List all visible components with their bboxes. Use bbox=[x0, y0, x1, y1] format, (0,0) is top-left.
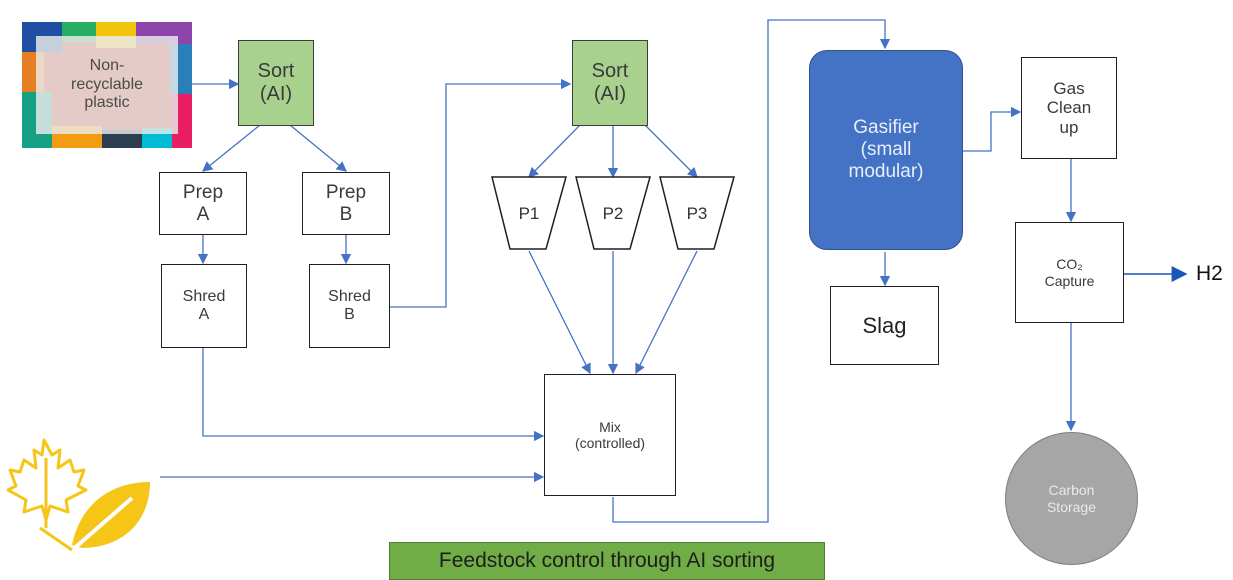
gasifier-box: Gasifier (small modular) bbox=[809, 50, 963, 250]
p2-label: P2 bbox=[602, 204, 624, 223]
sort2-line-1: Sort bbox=[591, 60, 629, 82]
prep-a-line-2: A bbox=[196, 203, 210, 225]
prep-b-box: Prep B bbox=[302, 172, 390, 235]
hopper-p3 bbox=[659, 176, 735, 250]
gasifier-line-2: (small bbox=[860, 139, 912, 161]
shred-a-line-1: Shred bbox=[182, 287, 226, 305]
storage-line-1: Carbon bbox=[1048, 482, 1095, 499]
storage-line-2: Storage bbox=[1046, 498, 1097, 515]
mix-line-1: Mix bbox=[599, 418, 621, 435]
co2-line-2: Capture bbox=[1044, 272, 1095, 289]
prep-a-box: Prep A bbox=[159, 172, 247, 235]
sort1-line-2: (AI) bbox=[259, 83, 293, 105]
slag-box: Slag bbox=[830, 286, 939, 365]
co2-line-1: CO₂ bbox=[1056, 256, 1083, 273]
prep-a-line-1: Prep bbox=[182, 181, 224, 203]
biomass-icon bbox=[6, 438, 150, 554]
prep-b-line-1: Prep bbox=[325, 181, 367, 203]
mix-box: Mix (controlled) bbox=[544, 374, 676, 496]
hopper-p1 bbox=[491, 176, 567, 250]
caption-banner: Feedstock control through AI sorting bbox=[389, 542, 825, 580]
gas-cleanup-line-1: Gas bbox=[1053, 78, 1085, 98]
p3-label: P3 bbox=[686, 204, 708, 223]
sort-ai-box-2: Sort (AI) bbox=[572, 40, 648, 126]
plastic-feed-tile: Non- recyclable plastic bbox=[22, 22, 192, 148]
input-line-2: recyclable bbox=[70, 75, 144, 93]
shred-b-line-2: B bbox=[344, 306, 355, 323]
slag-label: Slag bbox=[862, 312, 907, 338]
sort1-line-1: Sort bbox=[257, 60, 295, 82]
gas-cleanup-line-2: Clean bbox=[1046, 98, 1092, 118]
co2-capture-box: CO₂ Capture bbox=[1015, 222, 1124, 323]
input-line-1: Non- bbox=[89, 57, 125, 75]
input-line-3: plastic bbox=[84, 94, 130, 112]
shred-a-line-2: A bbox=[198, 306, 210, 323]
sort-ai-box-1: Sort (AI) bbox=[238, 40, 314, 126]
gas-cleanup-box: Gas Clean up bbox=[1021, 57, 1117, 159]
gas-cleanup-line-3: up bbox=[1059, 117, 1079, 137]
prep-b-line-2: B bbox=[339, 203, 353, 225]
sort2-line-2: (AI) bbox=[593, 83, 627, 105]
shred-a-box: Shred A bbox=[161, 264, 247, 348]
gasifier-line-1: Gasifier bbox=[853, 117, 919, 139]
mix-line-2: (controlled) bbox=[574, 435, 646, 451]
shred-b-box: Shred B bbox=[309, 264, 390, 348]
h2-output-label: H2 bbox=[1196, 262, 1223, 285]
gasifier-line-3: modular) bbox=[848, 160, 924, 182]
caption-text: Feedstock control through AI sorting bbox=[438, 549, 776, 572]
carbon-storage-circle: Carbon Storage bbox=[1005, 432, 1138, 565]
shred-b-line-1: Shred bbox=[328, 287, 371, 305]
hopper-p2 bbox=[575, 176, 651, 250]
p1-label: P1 bbox=[518, 204, 540, 223]
input-label: Non- recyclable plastic bbox=[36, 36, 178, 134]
